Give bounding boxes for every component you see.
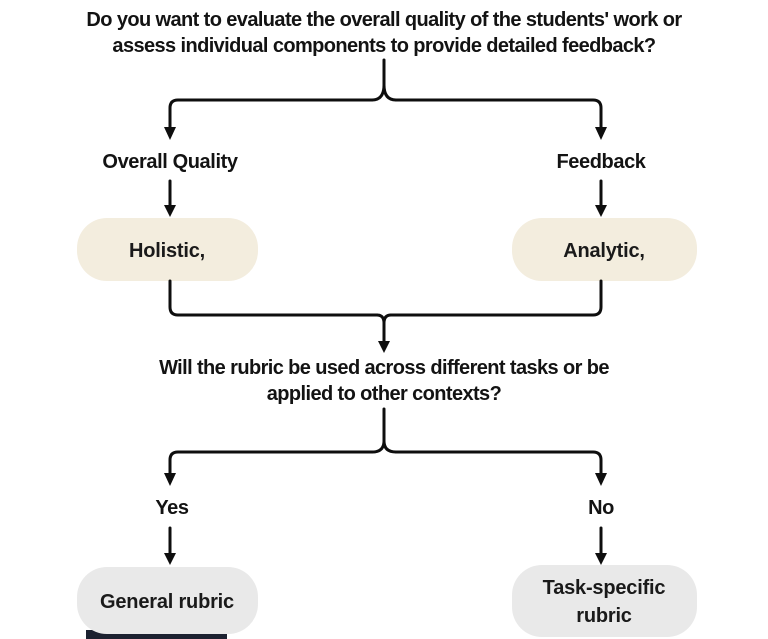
- task-specific-rubric-node-box: [512, 565, 697, 637]
- question1-stem-connector: [370, 58, 398, 102]
- question2-line2: applied to other contexts?: [267, 383, 502, 405]
- merge-left-connector: [168, 279, 379, 317]
- analytic-node-label: Analytic,: [563, 240, 645, 262]
- split2-right-arrowhead-icon: [595, 473, 607, 486]
- split1-right-arrowhead-icon: [595, 127, 607, 140]
- split1-left-arrowhead-icon: [164, 127, 176, 140]
- merge-stem-connector: [375, 313, 393, 343]
- holistic-node-label: Holistic,: [129, 240, 205, 262]
- task-specific-rubric-node-label-line1: Task-specific: [543, 577, 666, 599]
- general-rubric-node-label: General rubric: [100, 591, 234, 613]
- split1-right-connector: [394, 98, 603, 129]
- task-specific-rubric-node-label-line2: rubric: [576, 605, 632, 627]
- footer-bar: [86, 630, 227, 639]
- merge-arrowhead-icon: [378, 341, 390, 353]
- merge-right-connector: [389, 279, 603, 317]
- question2-line1: Will the rubric be used across different…: [159, 357, 609, 379]
- branch1-left-arrowhead-icon: [164, 205, 176, 217]
- general-rubric-node-box: [77, 567, 258, 634]
- branch1-right-label: Feedback: [556, 151, 646, 173]
- holistic-node-box: [77, 218, 258, 281]
- split1-left-connector: [168, 98, 374, 129]
- branch1-right-arrowhead-icon: [595, 205, 607, 217]
- split2-left-connector: [168, 450, 374, 475]
- split2-right-connector: [394, 450, 603, 475]
- question1-line2: assess individual components to provide …: [112, 35, 656, 57]
- branch2-right-arrowhead-icon: [595, 553, 607, 565]
- question1-line1: Do you want to evaluate the overall qual…: [86, 9, 682, 31]
- branch1-left-label: Overall Quality: [102, 151, 238, 173]
- analytic-node-box: [512, 218, 697, 281]
- split2-left-arrowhead-icon: [164, 473, 176, 486]
- branch2-left-arrowhead-icon: [164, 553, 176, 565]
- question2-stem-connector: [370, 407, 398, 454]
- branch2-left-label: Yes: [155, 497, 189, 519]
- branch2-right-label: No: [588, 497, 614, 519]
